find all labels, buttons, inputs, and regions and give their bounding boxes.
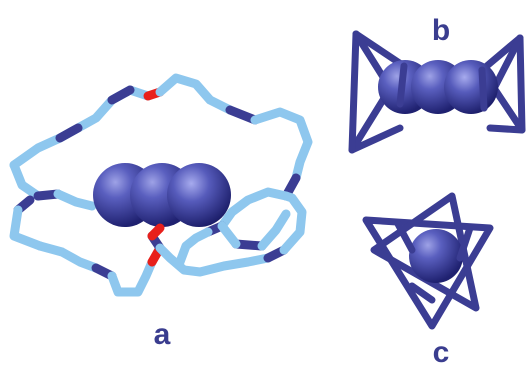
panel-label-c: c [433,336,450,369]
sphere-a-3 [167,163,231,227]
sphere-b-3 [444,60,498,114]
cage-frame-c-front [394,220,474,304]
sphere-c [409,229,463,283]
macrocycle-front-bonds [35,187,307,297]
panel-b-structure [348,30,526,154]
panel-c-structure [362,192,494,330]
panel-label-a: a [154,318,171,351]
panel-label-b: b [432,14,450,47]
panel-a-structure [9,73,313,297]
macrocycle-back-bonds [9,73,313,251]
cage-frame-b-front [396,62,488,112]
guest-spheres-a [93,163,231,227]
